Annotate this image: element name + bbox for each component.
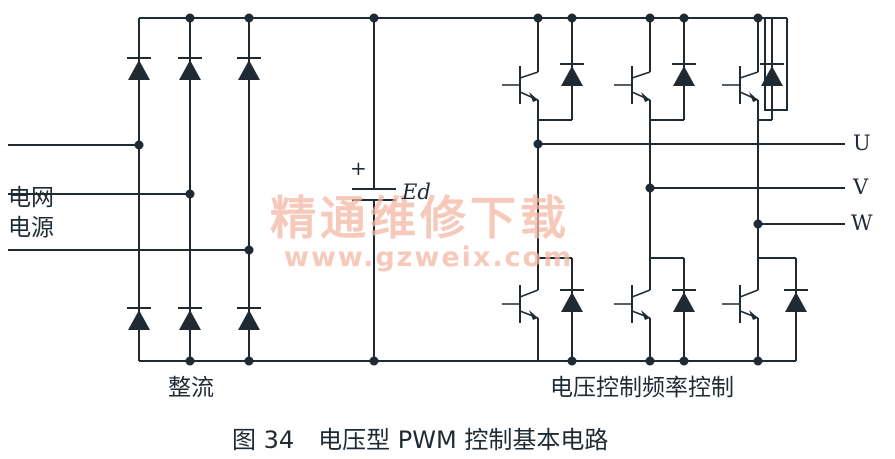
capacitor-voltage-label: Ed: [402, 180, 431, 204]
watermark-title: 精通维修下载: [270, 191, 570, 245]
dc-link-capacitor: [352, 18, 396, 361]
diode: [178, 307, 202, 330]
diode: [178, 57, 202, 80]
grid-input-lines: [8, 144, 249, 251]
transistor: [502, 66, 539, 104]
junction-dots: [134, 13, 763, 366]
transistor: [502, 285, 539, 323]
transistor: [722, 66, 759, 104]
figure-caption: 图 34 电压型 PWM 控制基本电路: [232, 426, 609, 454]
diode: [672, 289, 696, 312]
rectifier-bridge: [127, 18, 261, 361]
diode: [237, 307, 261, 330]
transistor: [722, 285, 759, 323]
diode: [237, 57, 261, 80]
transistor: [614, 285, 651, 323]
grid-label-line1: 电网: [8, 185, 54, 211]
diode: [760, 63, 784, 86]
rectifier-label: 整流: [168, 375, 214, 401]
inverter-bridge: [502, 18, 845, 361]
diode: [127, 307, 151, 330]
output-label-w: W: [851, 211, 873, 235]
output-label-v: V: [853, 175, 869, 199]
inverter-label: 电压控制频率控制: [550, 375, 734, 401]
diode: [560, 289, 584, 312]
diode: [784, 289, 808, 312]
output-label-u: U: [853, 131, 871, 155]
diode: [672, 63, 696, 86]
diode: [560, 63, 584, 86]
grid-label-line2: 电源: [8, 215, 54, 241]
diode: [127, 57, 151, 80]
transistor: [614, 66, 651, 104]
capacitor-plus-sign: +: [350, 156, 367, 180]
watermark-url: www.gzweix.com: [284, 242, 574, 273]
